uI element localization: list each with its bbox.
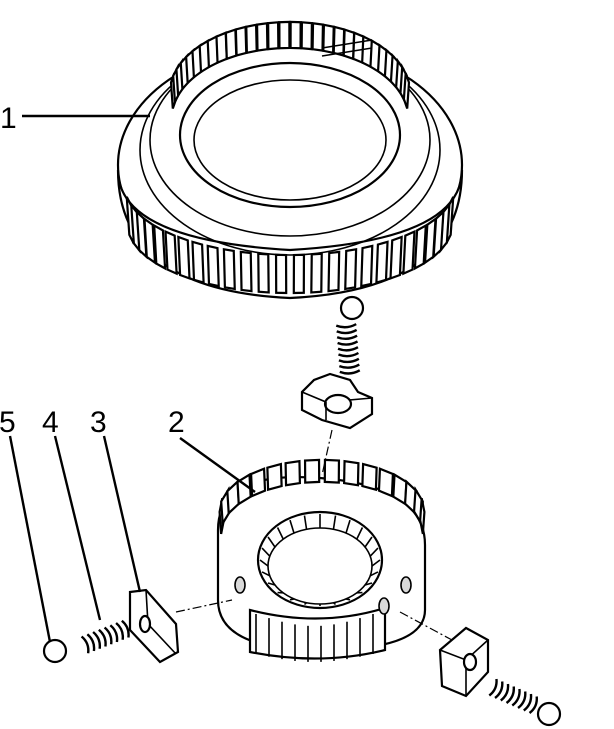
- shift-insert-block-icon: [300, 372, 374, 430]
- synchronizer-hub-icon: [216, 458, 427, 662]
- leader-line-5: [8, 435, 52, 643]
- leader-line-4: [53, 435, 102, 621]
- callout-3: 3: [90, 406, 107, 439]
- coil-spring-icon: [80, 619, 130, 654]
- coil-spring-icon: [488, 678, 539, 714]
- ball-icon: [339, 295, 365, 321]
- shift-insert-block-icon: [128, 588, 180, 664]
- callout-4: 4: [42, 406, 59, 439]
- coil-spring-icon: [335, 323, 361, 375]
- shift-sleeve-ring-icon: [116, 20, 464, 300]
- ball-icon: [42, 638, 68, 664]
- callout-1: 1: [0, 102, 17, 135]
- leader-line-2: [179, 437, 256, 493]
- leader-line-3: [102, 435, 142, 593]
- callout-2: 2: [168, 406, 185, 439]
- shift-insert-block-icon: [438, 626, 490, 698]
- callout-5: 5: [0, 406, 16, 439]
- ball-icon: [536, 701, 562, 727]
